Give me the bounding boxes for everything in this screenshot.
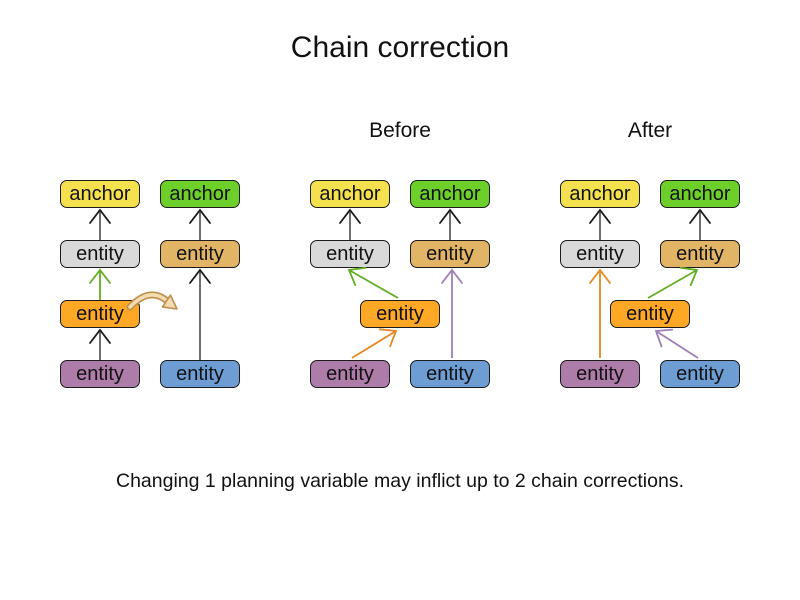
chain-arrow-line (647, 269, 698, 299)
chain-arrow-head (339, 208, 361, 224)
chain-arrow-head (89, 268, 111, 284)
entity-node: entity (410, 240, 490, 268)
anchor-node: anchor (310, 180, 390, 208)
entity-node: entity (660, 240, 740, 268)
caption-text: Changing 1 planning variable may inflict… (116, 470, 684, 492)
entity-node: entity (410, 360, 490, 388)
entity-node: entity (160, 360, 240, 388)
chain-arrow-head (378, 328, 398, 348)
chain-arrow-head (441, 268, 463, 284)
entity-node: entity (360, 300, 440, 328)
anchor-node: anchor (660, 180, 740, 208)
chain-arrow-head (439, 208, 461, 224)
entity-node: entity (60, 360, 140, 388)
chain-arrow-head (589, 268, 611, 284)
anchor-node: anchor (410, 180, 490, 208)
chain-arrow-head (654, 328, 674, 348)
chain-arrow-head (189, 208, 211, 224)
entity-node: entity (660, 360, 740, 388)
chain-arrow-head (689, 208, 711, 224)
chain-arrow-head (679, 266, 699, 286)
entity-node: entity (60, 300, 140, 328)
before-label: Before (369, 119, 431, 142)
entity-node: entity (610, 300, 690, 328)
entity-node: entity (310, 240, 390, 268)
chain-arrow-head (589, 208, 611, 224)
anchor-node: anchor (60, 180, 140, 208)
entity-node: entity (160, 240, 240, 268)
chain-arrow-head (89, 328, 111, 344)
chain-arrow-line (655, 330, 699, 359)
after-label: After (627, 119, 673, 142)
entity-node: entity (560, 360, 640, 388)
entity-node: entity (310, 360, 390, 388)
chain-arrow-head (89, 208, 111, 224)
anchor-node: anchor (560, 180, 640, 208)
chain-arrow-line (348, 269, 399, 299)
entity-node: entity (60, 240, 140, 268)
chain-arrow-head (189, 268, 211, 284)
chain-arrow-line (351, 330, 397, 359)
page-title: Chain correction (290, 31, 510, 64)
chain-arrow-head (347, 266, 367, 286)
move-arrow-head (161, 294, 178, 310)
anchor-node: anchor (160, 180, 240, 208)
entity-node: entity (560, 240, 640, 268)
